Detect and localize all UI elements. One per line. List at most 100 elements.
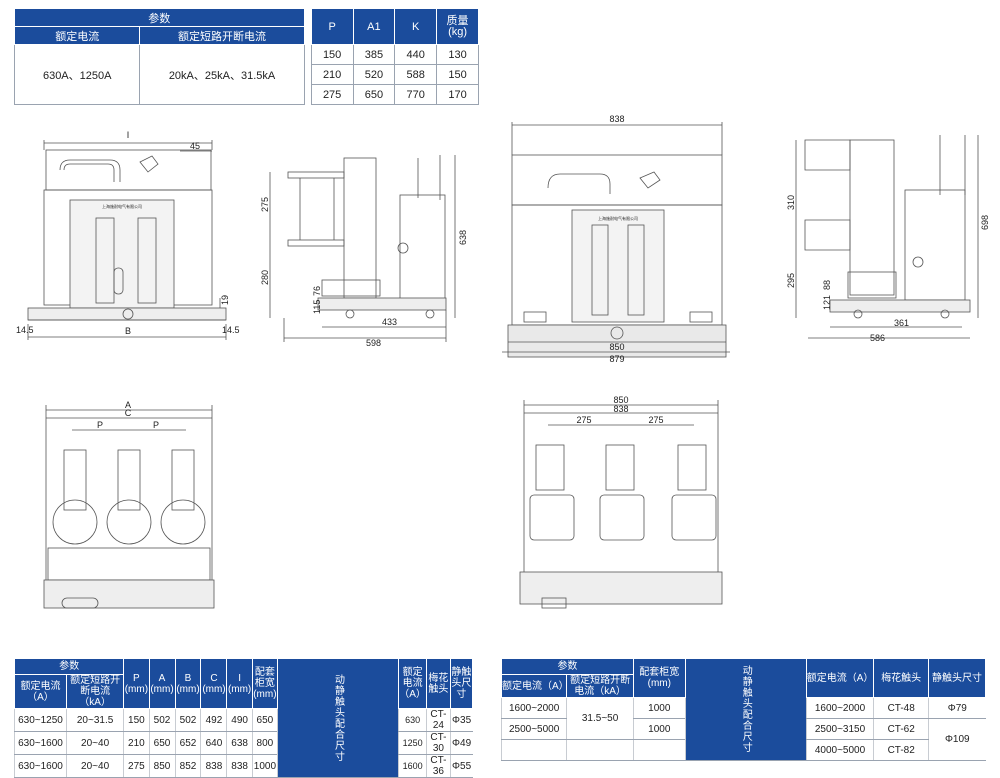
header-contact: 梅花触头 xyxy=(426,658,451,709)
cell-b: 502 xyxy=(174,708,201,732)
header-c: C (mm) xyxy=(200,658,228,709)
cell-static: Φ79 xyxy=(928,697,986,719)
dim-label: 295 xyxy=(786,273,796,288)
dim-label: 275 xyxy=(648,415,663,425)
dim-label: A xyxy=(125,400,131,410)
cell-rated: 630~1600 xyxy=(14,754,67,778)
cell-a: 850 xyxy=(148,754,175,778)
cell-rated: 630~1250 xyxy=(14,708,67,732)
cell-breaking: 31.5~50 xyxy=(566,697,634,740)
header-rated: 额定电流（A） xyxy=(14,674,67,709)
cell-contact: CT-30 xyxy=(426,731,451,755)
cell-width: 650 xyxy=(251,708,278,732)
cell-k: 588 xyxy=(394,64,438,85)
cell-contact: CT-24 xyxy=(426,708,451,732)
dim-label: P xyxy=(97,420,103,430)
cell-rated: 2500~5000 xyxy=(500,718,567,740)
header-rated-2: 额定电流（A） xyxy=(398,658,428,709)
header-b: B (mm) xyxy=(174,658,202,709)
header-p: P (mm) xyxy=(123,658,150,709)
header-a1: A1 xyxy=(352,8,396,45)
cell-p: 275 xyxy=(123,754,150,778)
cell-i: 638 xyxy=(226,731,253,755)
cell-c: 640 xyxy=(200,731,227,755)
cell-contact: CT-36 xyxy=(426,754,451,778)
dim-label: 76 xyxy=(312,286,322,296)
cell-mass: 150 xyxy=(436,64,479,85)
dim-label: 838 xyxy=(613,404,628,414)
drawing-rear-view-1 xyxy=(43,405,215,609)
cell-static: Φ49 xyxy=(449,731,473,755)
dim-label: 14.5 xyxy=(16,325,34,335)
drawing-rear-view-2 xyxy=(519,400,723,609)
dim-label: 88 xyxy=(822,280,832,290)
cell-i: 490 xyxy=(226,708,253,732)
header-a: A (mm) xyxy=(148,658,176,709)
cell-b: 852 xyxy=(174,754,201,778)
header-mass: 质量 (kg) xyxy=(436,8,479,45)
cell-rated-2: 1250 xyxy=(398,731,427,755)
breaking-current-value: 20kA、25kA、31.5kA xyxy=(139,44,305,105)
dim-label: 14.5 xyxy=(222,325,240,335)
cell-breaking: 20~31.5 xyxy=(65,708,124,732)
cell-breaking: 20~40 xyxy=(65,754,124,778)
cell-b: 652 xyxy=(174,731,201,755)
vertical-label: 动静触头配合尺寸 xyxy=(277,658,399,778)
dim-label: 698 xyxy=(980,215,990,230)
dim-label: 19 xyxy=(220,295,230,305)
vertical-label: 动静触头配合尺寸 xyxy=(684,658,807,761)
header-width: 配套柜宽(mm) xyxy=(632,658,686,698)
cell-contact: CT-48 xyxy=(873,697,929,719)
cell-p: 275 xyxy=(310,84,354,105)
cell-static: Φ55 xyxy=(449,754,473,778)
cell-rated: 630~1600 xyxy=(14,731,67,755)
header-params: 参数 xyxy=(13,658,125,675)
cell-c: 492 xyxy=(200,708,227,732)
drawing-front-view-2 xyxy=(502,122,730,358)
dim-label: 586 xyxy=(870,333,885,343)
cell-a1: 650 xyxy=(352,84,396,105)
dim-label: 280 xyxy=(260,270,270,285)
dim-label: 598 xyxy=(366,338,381,348)
cell-rated-2: 1600 xyxy=(398,754,427,778)
nameplate-text: 上海施耐电气有限公司 xyxy=(102,203,142,209)
cell-static: Φ109 xyxy=(928,718,986,761)
dim-label: 433 xyxy=(382,317,397,327)
rated-current-value: 630A、1250A xyxy=(13,44,141,105)
header-rated-current: 额定电流 xyxy=(13,26,141,45)
dim-label: P xyxy=(153,420,159,430)
header-i: I (mm) xyxy=(226,658,253,709)
header-contact: 梅花触头 xyxy=(873,658,930,698)
cell-contact: CT-82 xyxy=(873,739,929,761)
drawing-side-view-2 xyxy=(795,135,979,339)
cell-rated-2: 630 xyxy=(398,708,427,732)
cell-mass: 170 xyxy=(436,84,479,105)
nameplate-text: 上海施耐电气有限公司 xyxy=(598,215,638,221)
header-width: 配套柜宽 (mm) xyxy=(251,658,279,709)
cell-i: 838 xyxy=(226,754,253,778)
cell-rated: 1600~2000 xyxy=(500,697,567,719)
dim-label: 275 xyxy=(260,197,270,212)
cell-rated-2: 2500~3150 xyxy=(805,718,874,740)
header-params: 参数 xyxy=(14,8,305,27)
dim-label: B xyxy=(125,326,131,336)
cell-mass: 130 xyxy=(436,44,479,65)
header-breaking: 额定短路开断电流（kA） xyxy=(65,674,125,709)
dim-label: 45 xyxy=(190,141,200,151)
dim-label: I xyxy=(127,130,130,140)
cell-p: 210 xyxy=(123,731,150,755)
cell-static: Φ35 xyxy=(449,708,473,732)
dim-label: 838 xyxy=(609,114,624,124)
dim-label: 638 xyxy=(458,230,468,245)
dim-label: 275 xyxy=(576,415,591,425)
cell-contact: CT-62 xyxy=(873,718,929,740)
dim-label: 115 xyxy=(312,300,322,314)
dim-label: 310 xyxy=(786,195,796,210)
cell-width: 1000 xyxy=(632,697,686,719)
header-static: 静触头尺寸 xyxy=(449,658,474,709)
cell-a: 502 xyxy=(148,708,175,732)
dim-label: 850 xyxy=(613,395,628,405)
cell-rated-2: 1600~2000 xyxy=(805,697,874,719)
cell-p: 150 xyxy=(123,708,150,732)
